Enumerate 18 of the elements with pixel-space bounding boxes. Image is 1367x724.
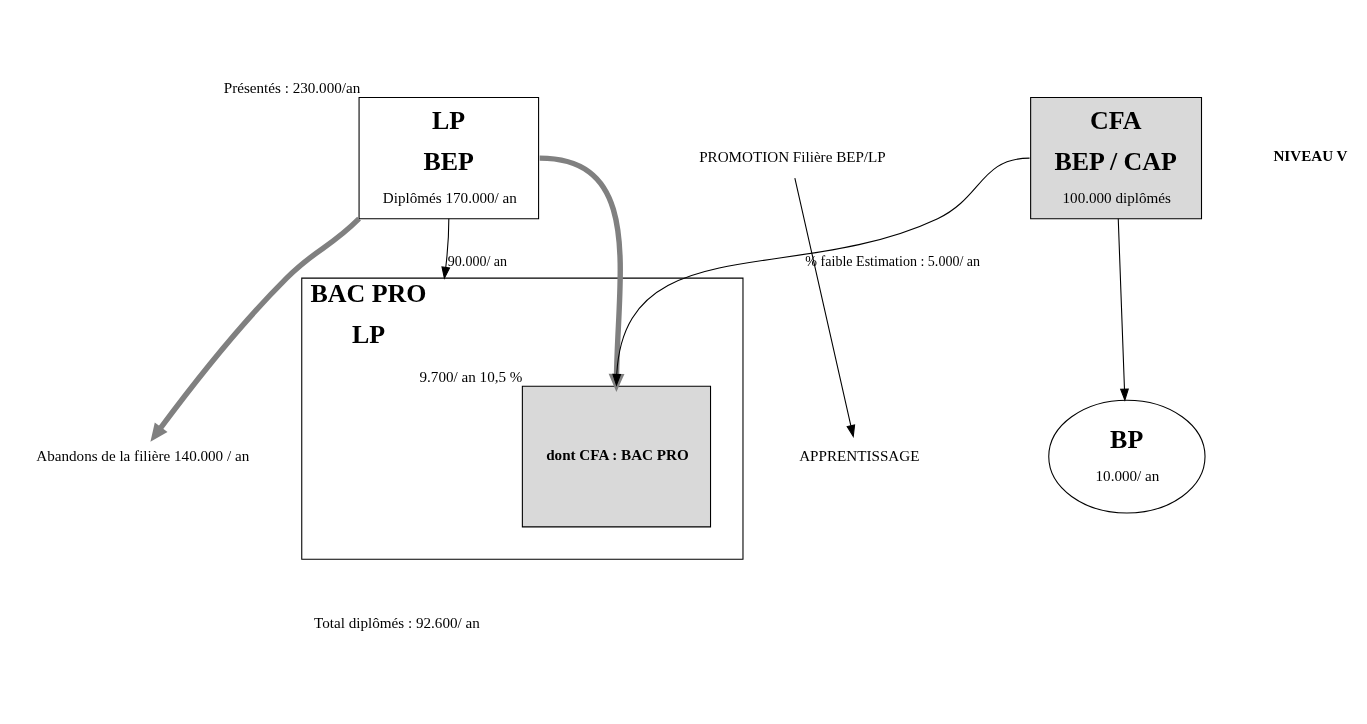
node-box: CFA BEP / CAP 100.000 diplômés — [1030, 96, 1203, 219]
node-text: Abandons de la filière 140.000 / an — [36, 447, 250, 464]
node-text: APPRENTISSAGE — [799, 447, 920, 464]
node-label: Présentés : 230.000/an — [223, 79, 361, 96]
arrow — [1117, 217, 1129, 402]
arrow — [150, 216, 361, 442]
node-box: LP BEP Diplômés 170.000/ an — [358, 96, 540, 219]
arrow — [794, 177, 856, 438]
arrow — [612, 157, 1031, 387]
arrow — [539, 154, 625, 392]
label: NIVEAU V — [1273, 147, 1348, 164]
node-label: Total diplômés : 92.600/ an — [314, 614, 480, 631]
node-text: PROMOTION Filière BEP/LP — [699, 148, 886, 165]
node-label: 9.700/ an 10,5 % — [419, 368, 523, 385]
edge-label: 90.000/ an — [447, 252, 508, 269]
arrow — [441, 217, 451, 280]
node-box: dont CFA : BAC PRO — [521, 385, 712, 527]
node-ellipse: BP 10.000/ an — [1048, 399, 1206, 513]
